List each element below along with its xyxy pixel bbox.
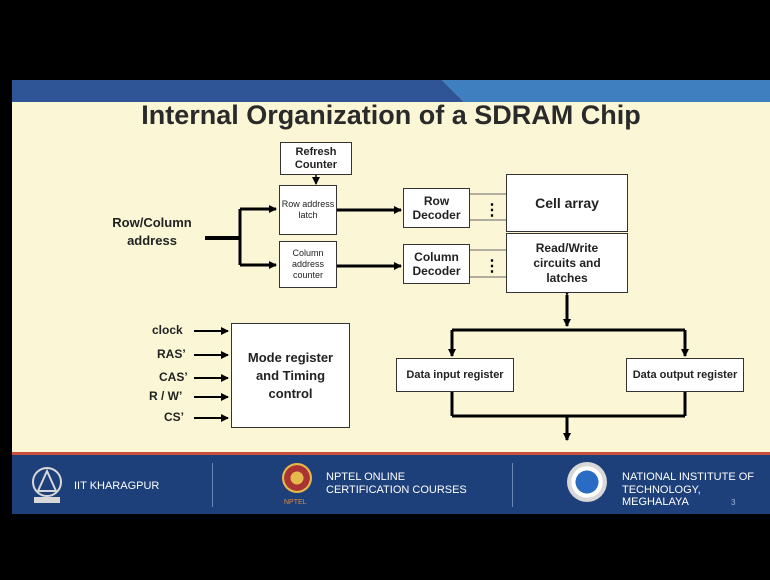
nit-meghalaya-logo (567, 462, 607, 502)
clock-label: clock (152, 323, 183, 337)
cell-array-box: Cell array (506, 174, 628, 232)
footer-bar: IIT KHARAGPUR NPTEL NPTEL ONLINE CERTIFI… (12, 452, 770, 514)
column-address-counter-box: Column address counter (279, 241, 337, 288)
row-address-latch-box: Row address latch (279, 185, 337, 235)
page-number: 3 (731, 498, 736, 507)
footer-separator-1 (212, 463, 213, 507)
refresh-counter-box: Refresh Counter (280, 142, 352, 175)
address-input-label: Row/Column address (112, 215, 192, 248)
diagram-connectors: ⋮ ⋮ (194, 175, 689, 441)
column-decoder-box: Column Decoder (403, 244, 470, 284)
iit-kharagpur-text: IIT KHARAGPUR (74, 480, 160, 492)
nit-line-1: NATIONAL INSTITUTE OF (622, 471, 755, 483)
slide-title: Internal Organization of a SDRAM Chip (141, 100, 641, 130)
row-decoder-box: Row Decoder (403, 188, 470, 228)
nptel-logo (282, 463, 312, 493)
footer-separator-2 (512, 463, 513, 507)
rw-label: R / W’ (149, 389, 183, 403)
data-input-register-box: Data input register (396, 358, 514, 392)
svg-text:⋮: ⋮ (484, 202, 500, 219)
nptel-line-2: CERTIFICATION COURSES (326, 484, 467, 496)
ras-label: RAS’ (157, 347, 186, 361)
read-write-box: Read/Write circuits and latches (506, 233, 628, 293)
title-bar-decoration (12, 80, 770, 102)
cas-label: CAS’ (159, 370, 188, 384)
nptel-logo-text: NPTEL (284, 499, 307, 506)
nptel-line-1: NPTEL ONLINE (326, 471, 406, 483)
nit-line-2: TECHNOLOGY, MEGHALAYA (622, 484, 701, 508)
mode-register-box: Mode register and Timing control (231, 323, 350, 428)
cs-label: CS’ (164, 410, 185, 424)
slide: Internal Organization of a SDRAM Chip ⋮ … (12, 80, 770, 514)
iit-kharagpur-logo (30, 465, 64, 505)
data-output-register-box: Data output register (626, 358, 744, 392)
svg-text:⋮: ⋮ (484, 258, 500, 275)
